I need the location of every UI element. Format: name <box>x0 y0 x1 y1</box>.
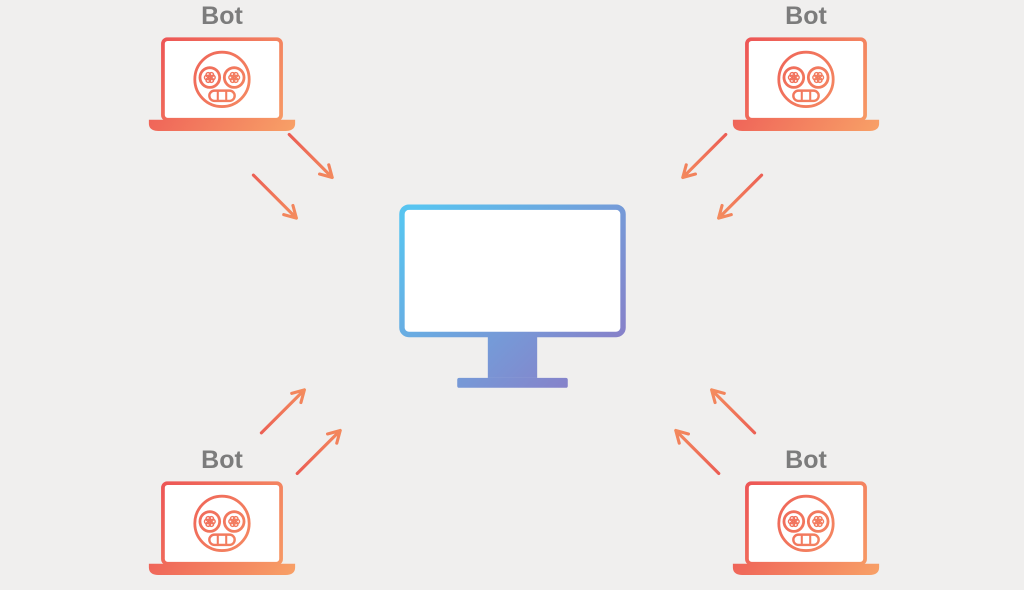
attack-arrows-icon <box>259 385 345 476</box>
bot-label: Bot <box>201 446 243 474</box>
bot-node-top-left: Bot <box>147 2 297 133</box>
bot-label: Bot <box>785 2 827 30</box>
attack-arrows-icon <box>678 132 764 223</box>
bot-node-top-right: Bot <box>731 2 881 133</box>
bot-node-bottom-left: Bot <box>147 446 297 577</box>
bot-laptop-icon <box>731 481 881 577</box>
bot-label: Bot <box>785 446 827 474</box>
bot-node-bottom-right: Bot <box>731 446 881 577</box>
bot-laptop-icon <box>731 37 881 133</box>
target-computer-icon <box>399 204 626 390</box>
bot-laptop-icon <box>147 37 297 133</box>
attack-arrows-icon <box>671 385 757 476</box>
attack-arrows-icon <box>251 132 337 223</box>
bot-laptop-icon <box>147 481 297 577</box>
bot-label: Bot <box>201 2 243 30</box>
